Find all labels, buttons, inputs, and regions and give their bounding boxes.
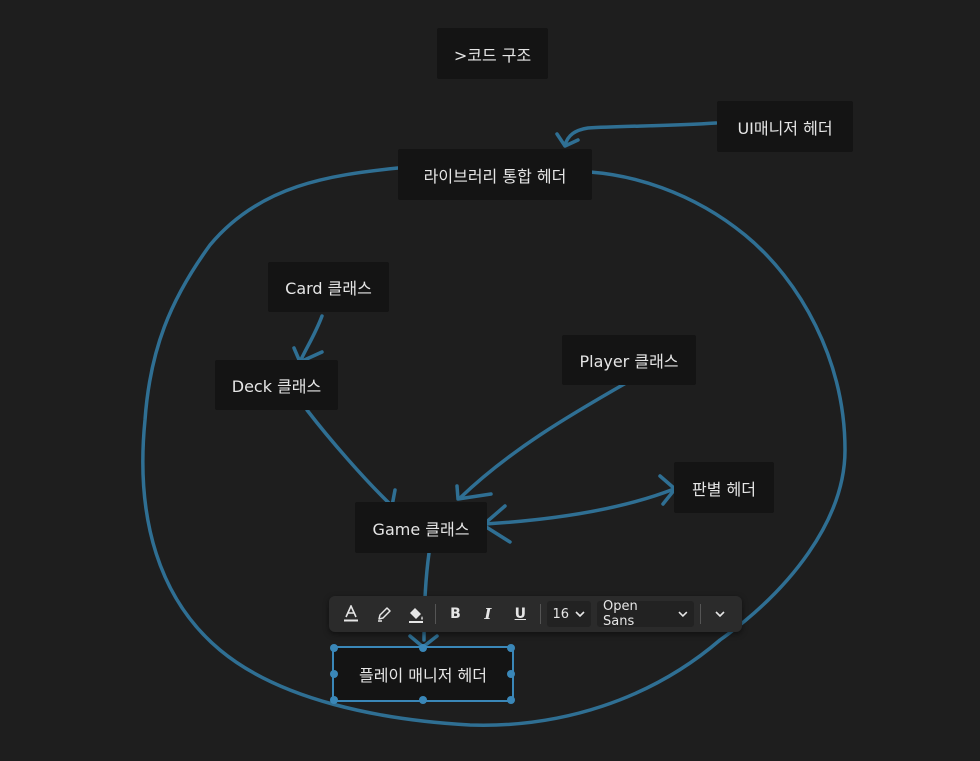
- ink-arrow-card-to-deck[interactable]: [298, 314, 324, 364]
- italic-button[interactable]: I: [484, 605, 492, 623]
- card-class-node[interactable]: Card 클래스: [268, 262, 389, 312]
- ui-manager-header-node[interactable]: UI매니저 헤더: [717, 101, 853, 152]
- bold-button[interactable]: B: [450, 606, 461, 622]
- resize-handle-top-left[interactable]: [330, 644, 338, 652]
- resize-handle-left[interactable]: [330, 670, 338, 678]
- resize-handle-bottom-left[interactable]: [330, 696, 338, 704]
- highlighter-icon: [377, 607, 391, 622]
- chevron-down-icon: [575, 611, 585, 617]
- toolbar-divider: [435, 604, 437, 624]
- resize-handle-bottom-right[interactable]: [507, 696, 515, 704]
- ink-arrow-game-judge[interactable]: [483, 487, 676, 526]
- diagram-title[interactable]: >코드 구조: [437, 28, 548, 79]
- ink-arrow-player-to-game[interactable]: [458, 381, 628, 500]
- text-color-button[interactable]: [335, 600, 367, 628]
- resize-handle-bottom[interactable]: [419, 696, 427, 704]
- resize-handle-top[interactable]: [419, 644, 427, 652]
- text-format-toolbar: B I U 16 Open Sans: [329, 596, 742, 632]
- fill-color-button[interactable]: [400, 600, 432, 628]
- chevron-down-icon: [678, 611, 688, 617]
- font-family-value: Open Sans: [603, 599, 638, 629]
- chevron-down-icon: [715, 611, 725, 617]
- text-color-icon: [344, 605, 359, 622]
- ink-arrowhead-ui[interactable]: [555, 132, 580, 148]
- resize-handle-right[interactable]: [507, 670, 515, 678]
- toolbar-divider: [539, 604, 541, 624]
- underline-button[interactable]: U: [514, 606, 526, 622]
- ink-arrow-ui-to-library[interactable]: [563, 121, 718, 147]
- player-class-node[interactable]: Player 클래스: [562, 335, 696, 385]
- resize-handle-top-right[interactable]: [507, 644, 515, 652]
- play-manager-header-node[interactable]: 플레이 매니저 헤더: [332, 646, 514, 702]
- ink-arrowhead-game-from-player[interactable]: [455, 484, 493, 501]
- font-family-select[interactable]: Open Sans: [597, 599, 694, 629]
- more-options-button[interactable]: [704, 600, 736, 628]
- deck-class-node[interactable]: Deck 클래스: [215, 360, 338, 410]
- judge-header-node[interactable]: 판별 헤더: [674, 462, 774, 513]
- library-header-node[interactable]: 라이브러리 통합 헤더: [398, 149, 592, 200]
- highlight-button[interactable]: [367, 600, 399, 628]
- font-size-select[interactable]: 16: [546, 601, 592, 627]
- toolbar-divider: [699, 604, 701, 624]
- ink-loop-stroke[interactable]: [141, 166, 847, 727]
- font-size-value: 16: [552, 606, 570, 622]
- paint-bucket-icon: [409, 608, 424, 623]
- ink-arrow-deck-to-game[interactable]: [305, 408, 392, 506]
- game-class-node[interactable]: Game 클래스: [355, 502, 487, 553]
